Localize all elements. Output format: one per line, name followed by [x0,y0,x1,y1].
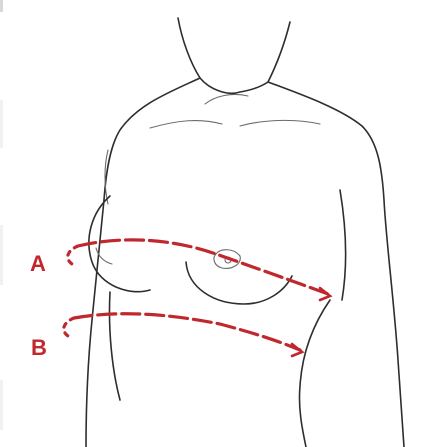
left-shoulder [104,78,200,200]
neck-right-line [268,22,290,82]
right-shoulder-arm [268,82,404,447]
right-side-line [340,190,346,300]
neck-left-line [178,18,200,78]
right-breast [186,262,292,304]
tape-b-back [64,318,74,336]
neck-base [200,78,268,93]
label-b: B [31,337,47,359]
tape-a [78,240,328,294]
label-a: A [30,253,46,275]
collarbone-notch [205,94,248,104]
left-collarbone [150,121,222,128]
right-collarbone [240,120,320,126]
left-breast [89,196,150,292]
right-torso-line [299,300,330,447]
tape-b [74,314,300,350]
left-torso-line [109,292,120,400]
tape-a-back [68,246,78,264]
